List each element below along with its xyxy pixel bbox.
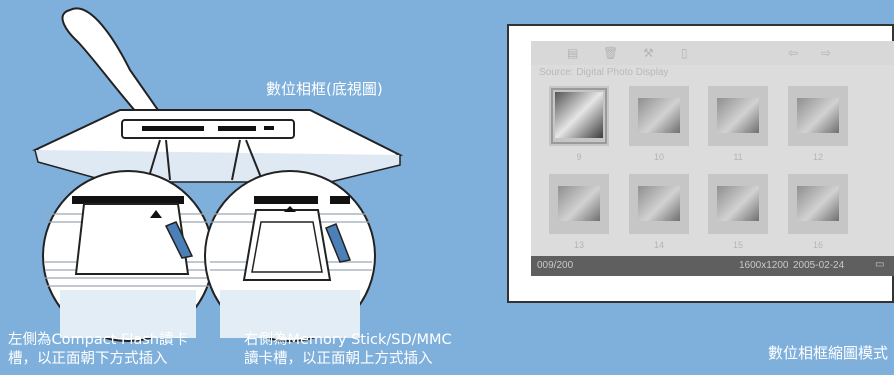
- thumbnail[interactable]: [788, 86, 848, 146]
- photo-thumbnail: [797, 98, 839, 133]
- cf-slot: [142, 126, 204, 131]
- left-magnifier-shade: [60, 290, 196, 338]
- caption-line: 讀卡槽，以正面朝上方式插入: [244, 351, 433, 367]
- thumbnail[interactable]: [629, 86, 689, 146]
- photo-thumbnail: [717, 186, 759, 221]
- thumbnail-number: 11: [733, 152, 743, 162]
- cf-card: [74, 203, 190, 275]
- slot-panel: [121, 119, 295, 139]
- status-bar: 009/200 1600x1200 2005-02-24 ▭: [531, 256, 894, 276]
- photo-date: 2005-02-24: [793, 260, 845, 271]
- thumbnail-number: 14: [653, 240, 664, 250]
- tools-icon[interactable]: ⚒: [643, 46, 654, 60]
- frame-illustration: [31, 7, 404, 342]
- ms-sd-slot: [218, 126, 256, 131]
- menu-icon[interactable]: ▤: [567, 46, 579, 60]
- stand-leg: [61, 7, 167, 124]
- resolution: 1600x1200: [739, 260, 789, 271]
- caption-line: 左側為Compact Flash讀卡: [8, 332, 188, 348]
- source-label: Source: Digital Photo Display: [539, 67, 669, 78]
- sd-card: [242, 209, 332, 281]
- thumbnail-screen: ▤ 🗑 ⚒ ▯ ⇦ ⇨ Source: Digital Photo Displa…: [531, 41, 894, 276]
- arrow-left-icon[interactable]: ⇦: [788, 46, 799, 60]
- photo-thumbnail: [555, 92, 603, 138]
- frame-bottom-view-label: 數位相框(底視圖): [266, 80, 383, 98]
- thumbnail[interactable]: [549, 174, 609, 234]
- arrow-right-icon[interactable]: ⇨: [821, 46, 832, 60]
- thumbnail[interactable]: [629, 174, 689, 234]
- right-slot-caption: 右側為Memory Stick/SD/MMC 讀卡槽，以正面朝上方式插入: [244, 331, 452, 369]
- thumbnail-mode-label: 數位相框縮圖模式: [768, 344, 889, 362]
- thumbnail-number: 15: [732, 240, 743, 250]
- photo-thumbnail: [797, 186, 839, 221]
- photo-thumbnail: [717, 98, 759, 133]
- photo-thumbnail: [558, 186, 600, 221]
- thumbnail-number: 12: [812, 152, 823, 162]
- photo-count: 009/200: [537, 260, 574, 271]
- right-magnifier-shade: [220, 290, 360, 338]
- document-icon[interactable]: ▯: [681, 46, 688, 60]
- thumbnail-number: 9: [576, 152, 582, 162]
- thumbnail[interactable]: [708, 86, 768, 146]
- thumbnail[interactable]: [788, 174, 848, 234]
- thumbnail[interactable]: [549, 86, 609, 146]
- thumbnail[interactable]: [708, 174, 768, 234]
- battery-icon: ▭: [875, 259, 885, 270]
- trash-icon[interactable]: 🗑: [603, 46, 619, 60]
- toolbar: ▤ 🗑 ⚒ ▯ ⇦ ⇨: [531, 41, 894, 65]
- insert-arrow: [164, 221, 194, 259]
- thumbnail-number: 13: [573, 240, 584, 250]
- caption-line: 槽，以正面朝下方式插入: [8, 351, 168, 367]
- insert-arrow: [325, 223, 352, 263]
- photo-thumbnail: [638, 186, 680, 221]
- thumbnail-number: 10: [653, 152, 664, 162]
- caption-line: 右側為Memory Stick/SD/MMC: [244, 332, 452, 348]
- left-slot-caption: 左側為Compact Flash讀卡 槽，以正面朝下方式插入: [8, 331, 188, 369]
- photo-thumbnail: [638, 98, 680, 133]
- thumbnail-number: 16: [812, 240, 823, 250]
